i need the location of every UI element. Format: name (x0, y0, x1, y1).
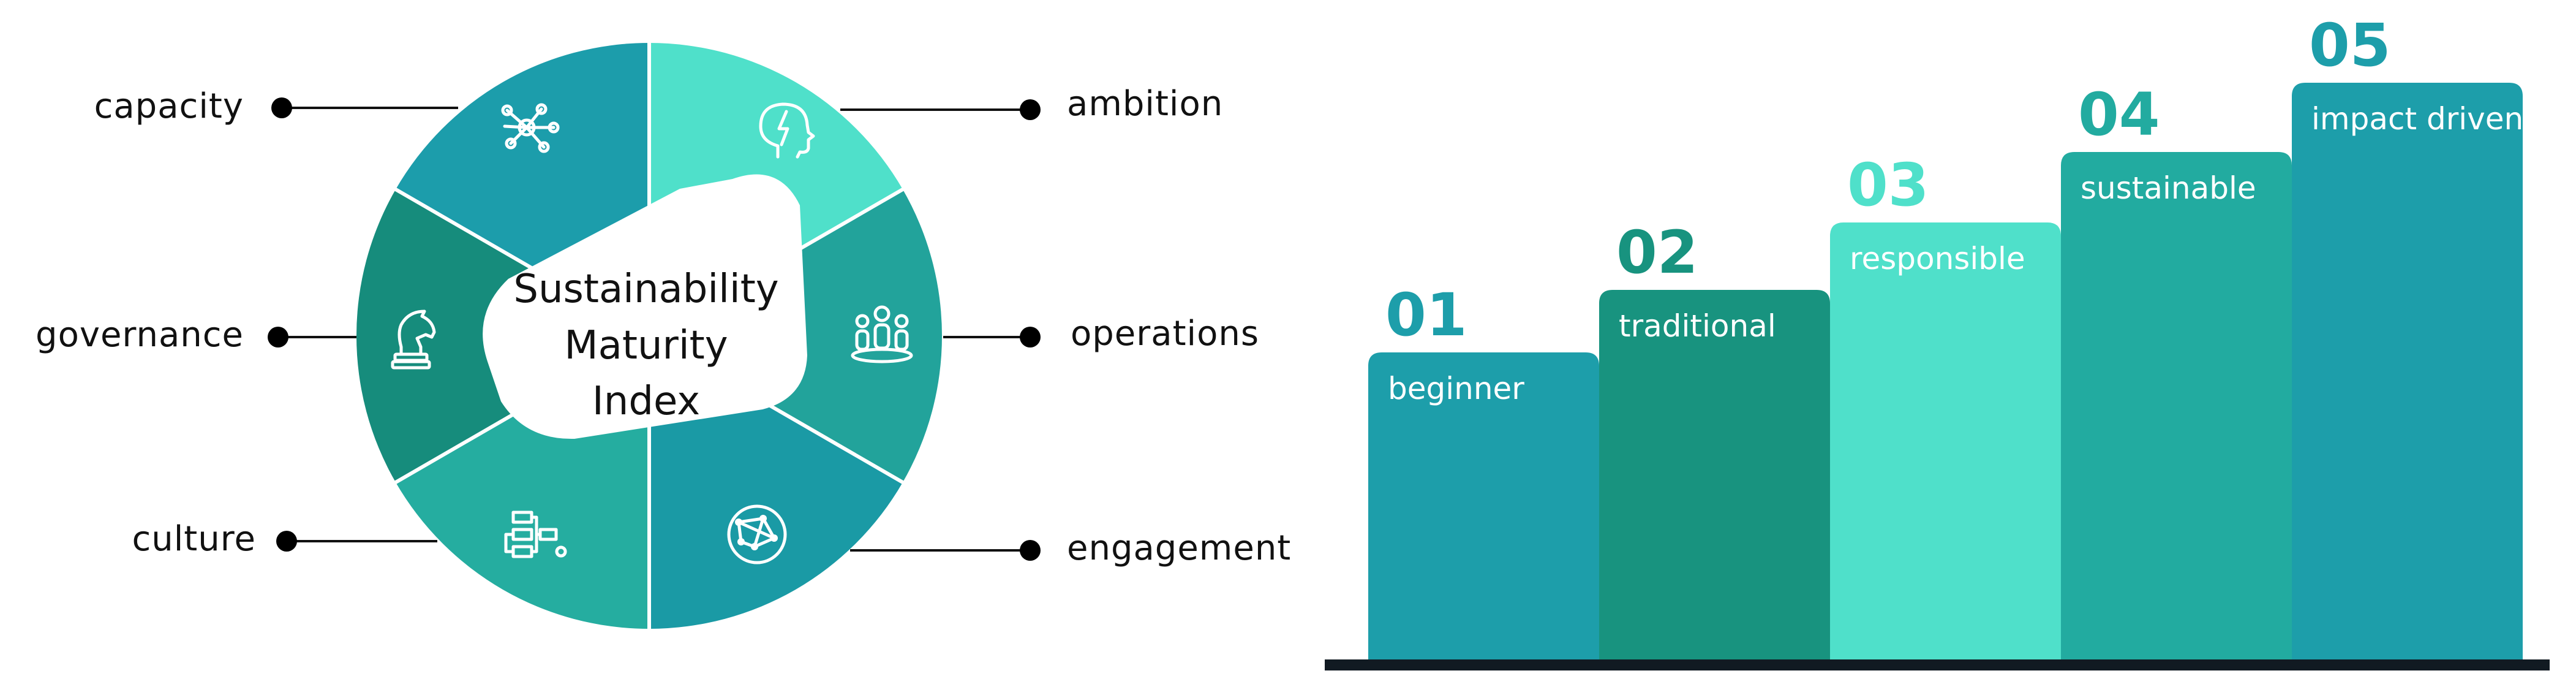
step-number: 03 (1847, 151, 1929, 219)
step-number: 02 (1616, 218, 1698, 287)
step-number: 04 (2078, 80, 2160, 149)
step-number: 05 (2309, 11, 2391, 80)
baseline (1325, 659, 2550, 670)
step-label: traditional (1619, 308, 1776, 344)
callout-engagement: engagement (850, 528, 1291, 568)
callout-ambition: ambition (840, 84, 1223, 124)
label-capacity: capacity (94, 86, 244, 126)
callout-operations: operations (943, 314, 1259, 354)
step-bar (2292, 83, 2523, 662)
maturity-steps: 01 beginner 02 traditional 03 responsible 04 su… (1325, 11, 2550, 670)
center-rounded-triangle (483, 174, 807, 439)
step-04: 04 sustainable (2061, 80, 2292, 662)
step-number: 01 (1385, 281, 1467, 349)
step-label: impact driven (2311, 101, 2523, 137)
step-03: 03 responsible (1830, 151, 2061, 662)
step-bar (1599, 290, 1830, 662)
step-02: 02 traditional (1599, 218, 1830, 662)
flowchart-icon (504, 511, 567, 558)
label-operations: operations (1071, 314, 1259, 354)
step-bar (2061, 152, 2292, 662)
step-bars: 01 beginner 02 traditional 03 responsible 04 su… (1368, 11, 2523, 662)
step-label: beginner (1388, 371, 1524, 406)
step-label: sustainable (2081, 170, 2256, 206)
people-group-icon (851, 305, 913, 363)
label-engagement: engagement (1067, 528, 1291, 568)
callout-culture: culture (132, 519, 437, 559)
chess-knight-icon (391, 310, 436, 370)
label-culture: culture (132, 519, 256, 559)
center-title-line-2: Maturity (564, 323, 728, 368)
step-bar (1368, 352, 1599, 662)
step-01: 01 beginner (1368, 281, 1599, 662)
label-governance: governance (36, 315, 244, 355)
network-globe-icon (727, 504, 787, 564)
center-title-line-1: Sustainability (513, 267, 778, 312)
label-ambition: ambition (1067, 84, 1223, 124)
callout-governance: governance (36, 315, 356, 355)
center-title: Sustainability Maturity Index (513, 267, 778, 424)
brain-lightning-icon (759, 102, 815, 159)
step-label: responsible (1850, 241, 2025, 276)
callout-capacity: capacity (94, 86, 458, 126)
center-title-line-3: Index (592, 379, 700, 424)
step-05: 05 impact driven (2292, 11, 2523, 662)
maturity-wheel: Sustainability Maturity Index (36, 42, 1291, 630)
step-bar (1830, 222, 2061, 662)
network-nodes-icon (501, 103, 560, 153)
